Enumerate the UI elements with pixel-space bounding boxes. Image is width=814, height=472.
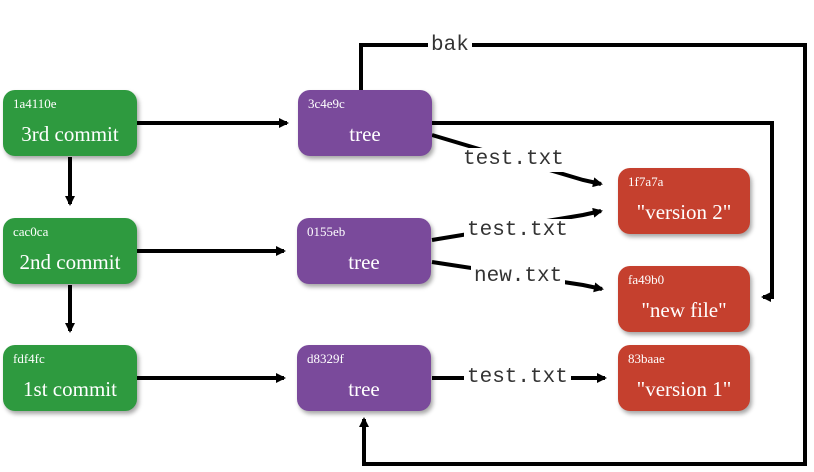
- tree-node-3c4e9c[interactable]: 3c4e9c tree: [298, 90, 432, 156]
- commit-hash: cac0ca: [13, 224, 49, 239]
- edge-label-tree2-test-txt: test.txt: [464, 219, 571, 243]
- tree-hash: 3c4e9c: [308, 96, 345, 111]
- edge-label-tree1-test-txt: test.txt: [464, 366, 571, 390]
- tree-hash: d8329f: [307, 351, 344, 366]
- tree-hash: 0155eb: [307, 224, 346, 239]
- commit-title: 2nd commit: [19, 250, 121, 274]
- commit-hash: 1a4110e: [13, 96, 57, 111]
- blob-content: "new file": [641, 298, 727, 322]
- blob-content: "version 2": [636, 200, 732, 224]
- blob-hash: 1f7a7a: [628, 174, 664, 189]
- tree-title: tree: [348, 250, 380, 274]
- blob-node-version-2[interactable]: 1f7a7a "version 2": [618, 168, 750, 234]
- commit-hash: fdf4fc: [13, 351, 45, 366]
- commit-node-2nd[interactable]: cac0ca 2nd commit: [3, 218, 137, 284]
- commit-node-1st[interactable]: fdf4fc 1st commit: [3, 345, 137, 411]
- arrow-tree3-to-blob-newfile: [432, 121, 774, 302]
- commit-title: 3rd commit: [21, 122, 119, 146]
- tree-node-0155eb[interactable]: 0155eb tree: [297, 218, 431, 284]
- tree-title: tree: [349, 122, 381, 146]
- blob-hash: fa49b0: [628, 272, 665, 287]
- edge-label-bak: bak: [428, 34, 472, 58]
- commit-title: 1st commit: [23, 377, 117, 401]
- arrow-bak-to-tree1: [359, 43, 807, 466]
- edge-label-tree2-new-txt: new.txt: [471, 265, 566, 289]
- tree-node-d8329f[interactable]: d8329f tree: [297, 345, 431, 411]
- tree-title: tree: [348, 377, 380, 401]
- blob-content: "version 1": [636, 377, 732, 401]
- edge-label-tree3-test-txt: test.txt: [460, 148, 567, 172]
- commit-node-3rd[interactable]: 1a4110e 3rd commit: [3, 90, 137, 156]
- blob-hash: 83baae: [628, 351, 665, 366]
- blob-node-version-1[interactable]: 83baae "version 1": [618, 345, 750, 411]
- blob-node-new-file[interactable]: fa49b0 "new file": [618, 266, 750, 332]
